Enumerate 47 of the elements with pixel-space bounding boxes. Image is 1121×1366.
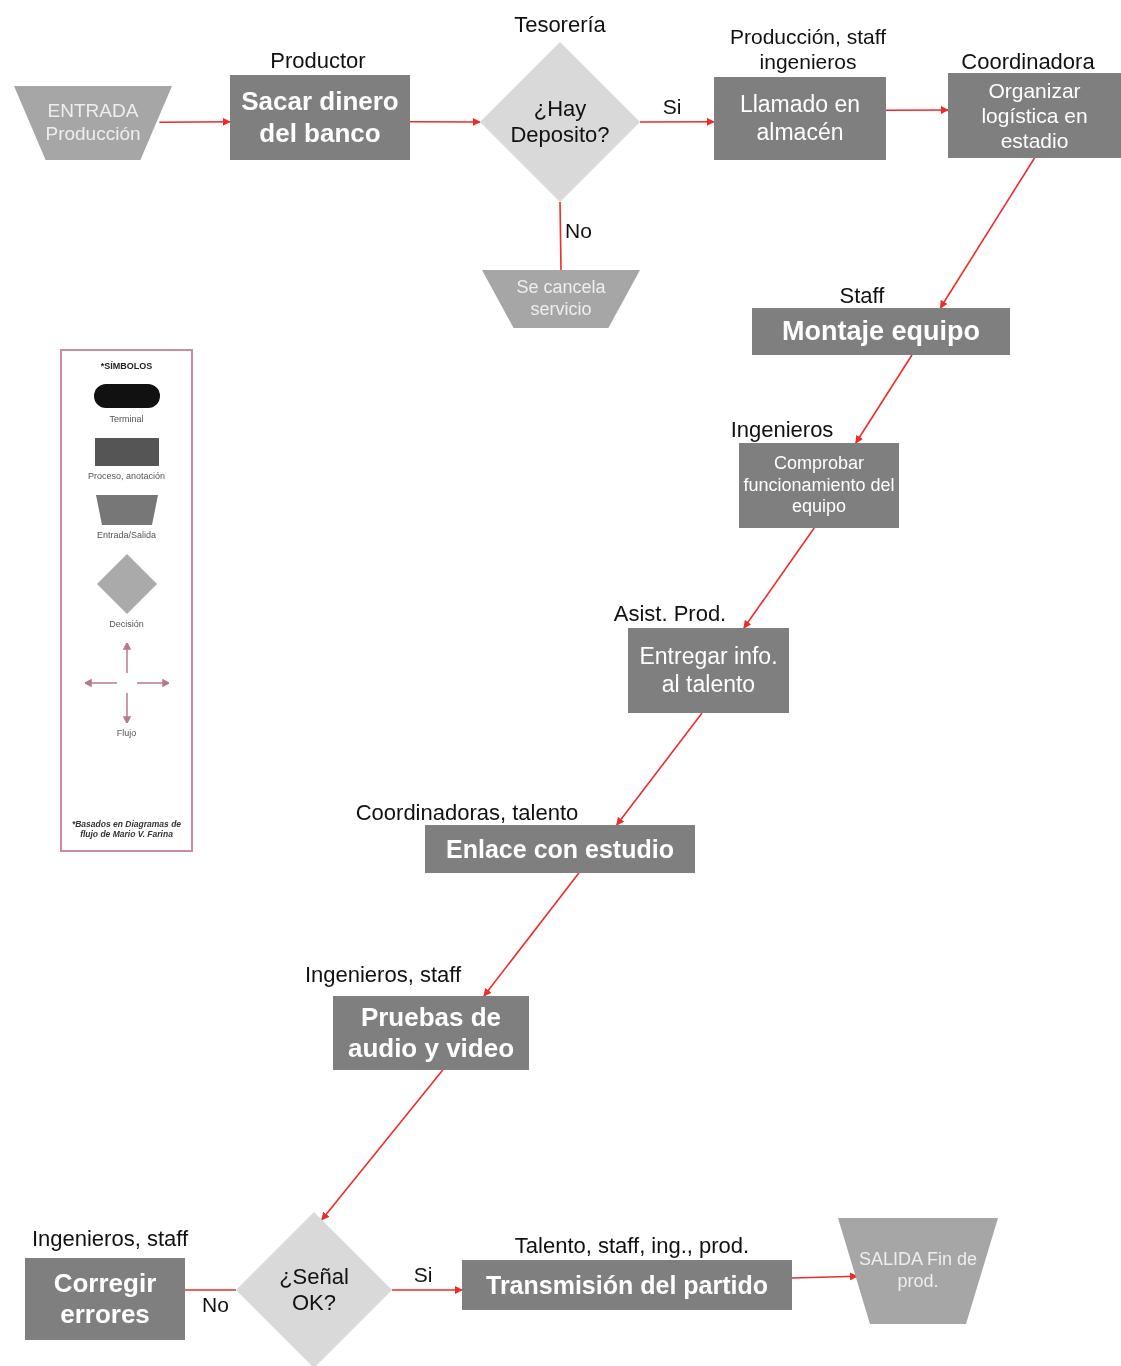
legend-text: Entrada/Salida (96, 530, 156, 540)
arrow (409, 117, 481, 126)
box-text: Transmisión del partido (485, 1270, 769, 1300)
legend-text: Flujo (116, 728, 137, 738)
box-text: Llamado en almacén (738, 90, 862, 147)
box-text: Corregir errores (52, 1267, 158, 1331)
arrow (743, 527, 815, 629)
role-label: Tesorería (513, 10, 607, 38)
legend-text: Proceso, anotación (87, 471, 166, 481)
connector-line (184, 1289, 237, 1291)
arrow (615, 712, 703, 826)
role-label: Staff (838, 281, 886, 309)
box-text: Pruebas de audio y video (346, 1001, 516, 1065)
role-label: Ingenieros (729, 417, 835, 443)
box-text: Comprobar funcionamiento del equipo (742, 453, 896, 518)
box-text: ¿Hay Deposito? (509, 95, 611, 149)
role-label: Producción, staff ingenieros (728, 23, 887, 74)
box-text: Montaje equipo (781, 315, 981, 348)
box-text: Se cancela servicio (515, 277, 607, 321)
box-text: ¿Señal OK? (278, 1263, 350, 1317)
role-label: Coordinadoras, talento (354, 798, 580, 826)
arrow (791, 1272, 858, 1281)
arrow (885, 106, 949, 114)
role-label: Ingenieros, staff (30, 1224, 190, 1252)
connector-line (559, 201, 562, 271)
box-text: SALIDA Fin de prod. (857, 1249, 979, 1293)
arrow (939, 157, 1036, 309)
box-text: Enlace con estudio (445, 834, 675, 864)
arrow (855, 354, 913, 444)
arrow (483, 872, 580, 997)
footnote: *Basados en Diagramas de flujo de Mario V. Farina (70, 820, 183, 840)
role-label: Ingenieros, staff (303, 960, 463, 988)
box-text: Organizar logística en estadio (980, 77, 1089, 154)
arrow (321, 1069, 444, 1221)
role-label: Productor (269, 46, 367, 74)
role-label: Asist. Prod. (612, 601, 728, 627)
arrow (639, 117, 715, 126)
box-text: Sacar dinero del banco (240, 86, 400, 149)
arrow (391, 1286, 463, 1294)
legend-text: Terminal (109, 414, 144, 424)
legend-title: *SÍMBOLOS (100, 361, 153, 371)
arrow (158, 117, 231, 126)
box-text: ENTRADA Producción (44, 100, 142, 146)
role-label: Talento, staff, ing., prod. (513, 1231, 751, 1259)
role-label: Coordinadora (960, 47, 1096, 75)
legend-text: Decisión (109, 619, 144, 629)
box-text: Entregar info. al talento (638, 642, 779, 699)
